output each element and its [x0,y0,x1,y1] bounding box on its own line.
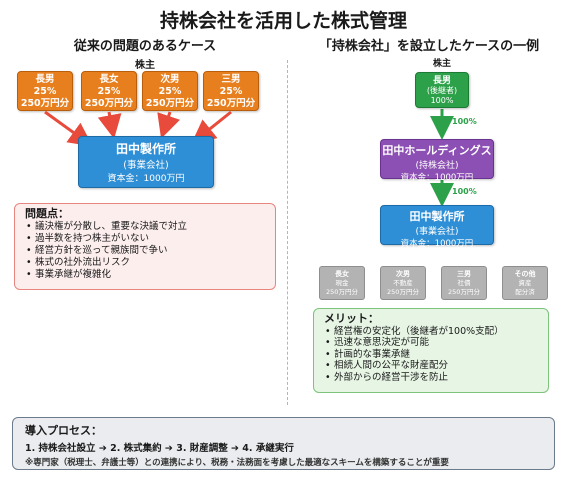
right-company-box: 田中製作所 (事業会社) 資本金：1000万円 [380,205,494,249]
asset-name: 三男 [457,270,471,278]
holding-name: 田中ホールディングス [382,144,492,157]
asset-line1: 現金 [335,279,349,287]
heir-pct: 25% [97,86,121,97]
asset-line2: 250万円分 [326,288,358,296]
heir-name: 次男 [160,74,180,85]
heir-pct: 25% [33,86,57,97]
merits-heading: メリット： [324,312,379,325]
asset-box-third-son: 三男 社債 250万円分 [441,266,487,300]
asset-box-second-son: 次男 不動産 250万円分 [380,266,426,300]
company-capital: 資本金：1000万円 [400,239,474,249]
asset-line2: 250万円分 [387,288,419,296]
holding-type: (持株会社) [415,161,459,171]
heir-name: 長男 [35,74,55,85]
heir-box-third-son: 三男 25% 250万円分 [203,71,259,111]
heir-box-eldest-son: 長男 25% 250万円分 [17,71,73,111]
problem-item: 事業承継が複雑化 [26,269,265,281]
asset-name: 長女 [335,270,349,278]
company-type: (事業会社) [123,160,169,171]
problem-item: 過半数を持つ株主がいない [26,233,265,245]
problem-item: 経営方針を巡って親族間で争い [26,245,265,257]
owner-pct: 100% [430,96,454,105]
owner-name: 長男 [432,76,451,86]
left-shareholders-label: 株主 [135,60,155,71]
asset-line1: 社債 [457,279,471,287]
heir-name: 三男 [221,74,241,85]
right-heading: 「持株会社」を設立したケースの一例 [318,39,540,54]
process-heading: 導入プロセス： [25,424,102,437]
company-type: (事業会社) [415,227,459,237]
company-name: 田中製作所 [115,142,176,156]
heir-box-eldest-daughter: 長女 25% 250万円分 [81,71,137,111]
arrow-second-son [157,111,181,139]
right-shareholders-label: 株主 [432,59,451,69]
asset-box-other: その他 資産 配分済 [502,266,548,300]
asset-line1: 資産 [518,279,532,287]
holding-capital: 資本金：1000万円 [400,173,474,183]
merit-item: 経営権の安定化（後継者が100%支配） [325,326,538,338]
merits-box: メリット： 経営権の安定化（後継者が100%支配） 迅速な意思決定が可能 計画的… [313,308,549,393]
link-pct-2: 100% [452,187,477,196]
heir-value: 250万円分 [145,98,195,109]
arrow-third-son [191,110,232,144]
asset-name: その他 [514,270,536,278]
merit-item: 相続人間の公平な財産配分 [325,360,538,372]
arrow-eldest-daughter [97,111,122,139]
heir-box-second-son: 次男 25% 250万円分 [142,71,198,111]
center-divider [287,60,288,405]
merit-item: 計画的な事業承継 [325,349,538,361]
merit-item: 外部からの経営干渉を防止 [325,372,538,384]
left-company-box: 田中製作所 (事業会社) 資本金：1000万円 [78,136,214,188]
heir-value: 250万円分 [206,98,256,109]
heir-name: 長女 [99,74,119,85]
process-note: ※専門家（税理士、弁護士等）との連携により、税務・法務面を考慮した最適なスキーム… [25,458,449,468]
heir-pct: 25% [158,86,182,97]
problem-item: 議決権が分散し、重要な決議で対立 [26,221,265,233]
heir-value: 250万円分 [20,98,70,109]
process-steps: 1. 持株会社設立 ➔ 2. 株式集約 ➔ 3. 財産調整 ➔ 4. 承継実行 [25,443,294,454]
left-heading: 従来の問題のあるケース [73,39,217,54]
asset-name: 次男 [396,270,410,278]
problems-heading: 問題点： [25,207,69,220]
heir-value: 250万円分 [84,98,134,109]
company-capital: 資本金：1000万円 [107,174,185,184]
asset-line2: 250万円分 [448,288,480,296]
asset-box-eldest-daughter: 長女 現金 250万円分 [319,266,365,300]
link-pct-1: 100% [452,117,477,126]
owner-box: 長男 (後継者) 100% [415,72,469,108]
process-box: 導入プロセス： 1. 持株会社設立 ➔ 2. 株式集約 ➔ 3. 財産調整 ➔ … [12,417,555,470]
problems-box: 問題点： 議決権が分散し、重要な決議で対立 過半数を持つ株主がいない 経営方針を… [14,203,276,290]
company-name: 田中製作所 [409,210,465,223]
owner-role: (後継者) [426,86,458,95]
merit-item: 迅速な意思決定が可能 [325,337,538,349]
asset-line1: 不動産 [393,279,413,287]
holding-company-box: 田中ホールディングス (持株会社) 資本金：1000万円 [380,139,494,183]
problem-item: 株式の社外流出リスク [26,257,265,269]
heir-pct: 25% [219,86,243,97]
page-title: 持株会社を活用した株式管理 [159,10,407,32]
asset-line2: 配分済 [515,288,535,296]
